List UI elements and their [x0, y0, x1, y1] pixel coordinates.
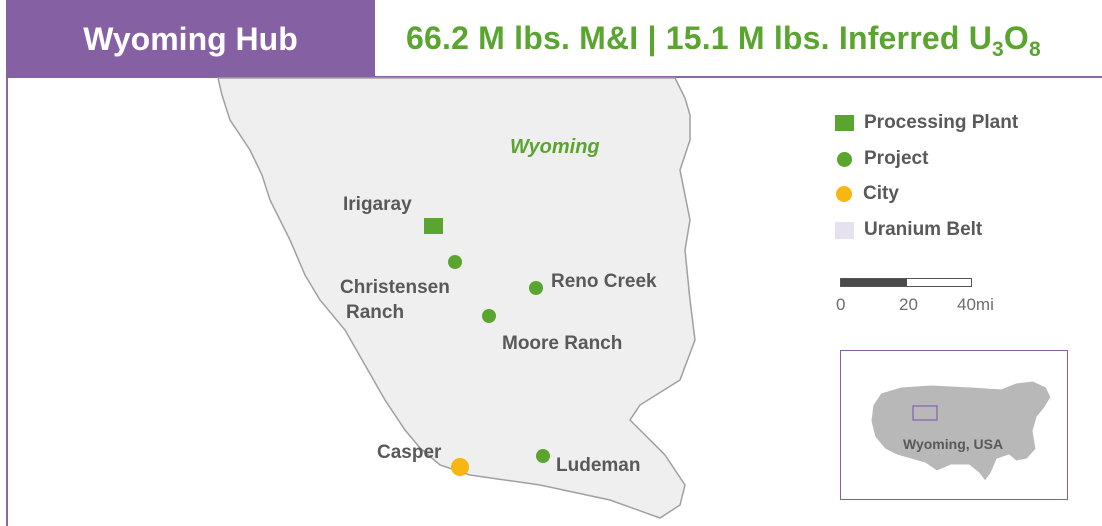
headline-o: O [1003, 20, 1029, 56]
legend-processing-plant: Processing Plant [835, 112, 1018, 134]
moore-ranch-marker [482, 309, 496, 323]
scale-bar [840, 278, 972, 287]
resource-headline: 66.2 M lbs. M&I | 15.1 M lbs. Inferred U… [406, 20, 1041, 62]
legend-project: Project [835, 148, 928, 170]
ludeman-marker [536, 449, 550, 463]
wyoming-highlight-box [912, 405, 938, 421]
label-moore-ranch: Moore Ranch [502, 333, 623, 354]
reno-creek-marker [529, 281, 543, 295]
title-badge: Wyoming Hub [6, 0, 375, 78]
legend-label: Uranium Belt [864, 219, 983, 240]
legend-label: City [863, 183, 899, 204]
christensen-ranch-marker [448, 255, 462, 269]
map-frame [6, 76, 1102, 526]
headline-subscript-8: 8 [1028, 38, 1041, 61]
green-square-icon [835, 115, 854, 131]
legend-city: City [835, 183, 899, 205]
yellow-dot-icon [836, 186, 852, 202]
label-reno-creek: Reno Creek [551, 271, 657, 292]
usa-inset-map: Wyoming, USA [840, 350, 1068, 500]
irigaray-plant-marker [424, 218, 443, 234]
label-irigaray: Irigaray [343, 194, 412, 215]
badge-title: Wyoming Hub [83, 20, 298, 57]
lavender-square-icon [835, 221, 854, 239]
green-dot-icon [837, 151, 852, 167]
scale-tick-40: 40mi [957, 295, 994, 314]
headline-main: 66.2 M lbs. M&I | 15.1 M lbs. Inferred U [406, 20, 992, 56]
legend-label: Project [864, 148, 929, 169]
inset-label: Wyoming, USA [903, 436, 1004, 452]
wyoming-region-shape [217, 77, 696, 519]
label-ludeman: Ludeman [556, 455, 641, 476]
state-label: Wyoming [510, 136, 600, 158]
label-christensen-line2: Ranch [346, 302, 405, 323]
legend-label: Processing Plant [864, 112, 1019, 133]
headline-subscript-3: 3 [992, 38, 1004, 61]
usa-outline-icon [870, 380, 1052, 482]
legend-uranium-belt: Uranium Belt [835, 219, 982, 241]
casper-city-marker [451, 458, 469, 476]
scale-tick-20: 20 [899, 295, 918, 314]
label-christensen-line1: Christensen [340, 277, 450, 298]
label-casper: Casper [377, 442, 442, 463]
scale-tick-0: 0 [836, 295, 846, 314]
scale-bar-fill [841, 279, 907, 286]
